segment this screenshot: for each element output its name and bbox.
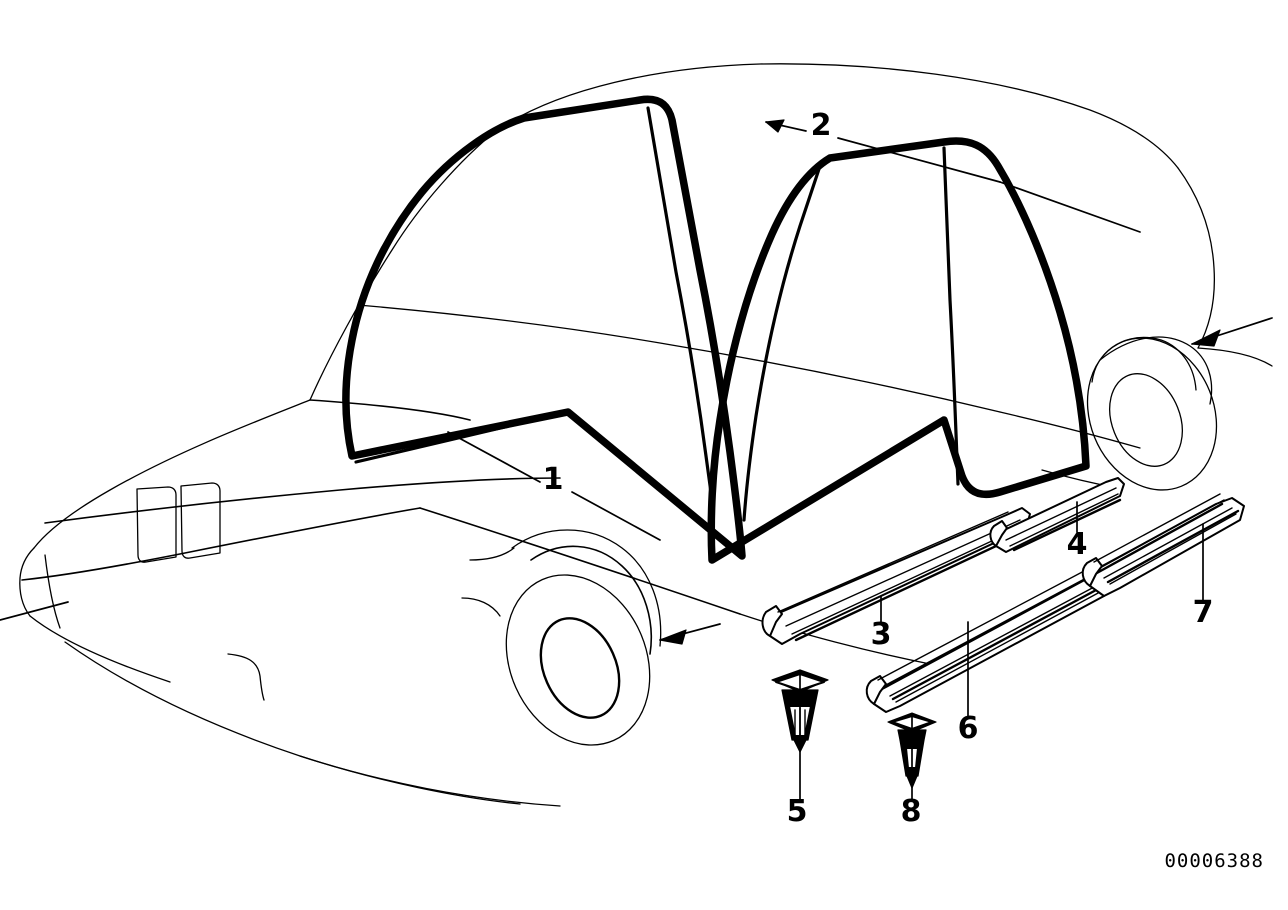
callout-label-2: 2 (811, 108, 832, 143)
leader-lines (0, 119, 1273, 801)
diagram-id-label: 00006388 (1164, 850, 1264, 872)
rear-door-seal (707, 137, 1090, 564)
callout-label-1: 1 (543, 462, 564, 497)
kidney-grille (136, 482, 221, 563)
callout-label-4: 4 (1067, 527, 1088, 562)
car-body-outline (19, 63, 1273, 807)
callout-label-6: 6 (958, 711, 979, 746)
callout-label-3: 3 (871, 617, 892, 652)
front-sill-cover-strip (761, 507, 1031, 645)
rear-sill-cover-strip (989, 477, 1125, 553)
rear-sill-trim-plate (1081, 493, 1245, 597)
callout-label-8: 8 (901, 794, 922, 829)
front-sill-trim-plate (865, 569, 1109, 713)
callout-label-7: 7 (1193, 595, 1214, 630)
callout-labels: 1 2 3 4 5 6 7 8 (543, 108, 1214, 829)
callout-label-5: 5 (787, 794, 808, 829)
